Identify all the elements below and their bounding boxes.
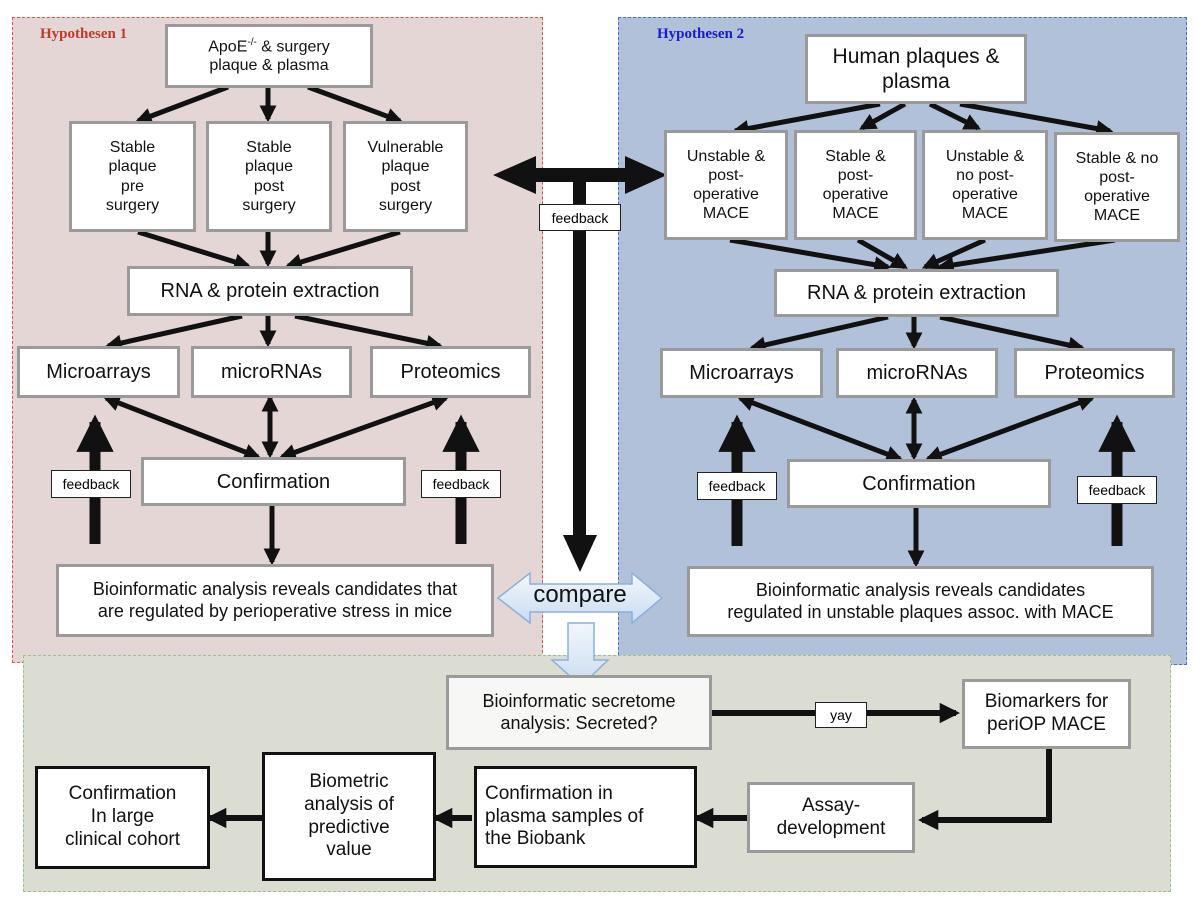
hyp2-extraction-box: RNA & protein extraction <box>774 269 1059 317</box>
hyp2-group-stable-mace: Stable & post- operative MACE <box>794 130 917 240</box>
hyp2-feedback-right-label: feedback <box>1077 476 1157 504</box>
hyp2-method-micrornas: microRNAs <box>836 348 998 398</box>
hyp2-method-proteomics: Proteomics <box>1014 348 1175 398</box>
hyp2-feedback-left-label: feedback <box>697 472 777 500</box>
hyp1-extraction-box: RNA & protein extraction <box>127 266 413 316</box>
hyp1-method-micrornas: microRNAs <box>191 346 352 398</box>
compare-label: compare <box>533 581 627 608</box>
hyp2-confirmation-box: Confirmation <box>787 459 1051 508</box>
compare-shape <box>496 571 664 688</box>
hyp1-source-box: ApoE-/- & surgery plaque & plasma <box>165 24 373 88</box>
hyp1-method-microarrays: Microarrays <box>17 346 180 398</box>
hyp1-feedback-right-label: feedback <box>421 470 501 498</box>
hypothesis-2-title: Hypothesen 2 <box>657 26 745 42</box>
hyp1-source-line2: plaque & plasma <box>209 57 329 75</box>
hyp1-source-sup: -/- <box>247 36 257 48</box>
hypothesis-1-title: Hypothesen 1 <box>40 26 128 42</box>
hyp2-result-box: Bioinformatic analysis reveals candidate… <box>687 566 1154 637</box>
hyp2-method-microarrays: Microarrays <box>660 348 823 398</box>
yay-label: yay <box>815 702 867 728</box>
hyp2-group-unstable-no-mace: Unstable & no post- operative MACE <box>922 130 1048 240</box>
hyp1-source-text: ApoE <box>208 37 248 55</box>
hyp1-group-vulnerable-post: Vulnerable plaque post surgery <box>343 121 468 232</box>
hyp2-group-unstable-mace: Unstable & post- operative MACE <box>664 130 788 240</box>
hypothesis-2-panel <box>618 17 1187 665</box>
biobank-confirmation-box: Confirmation in plasma samples of the Bi… <box>474 766 697 868</box>
center-double-arrow <box>493 156 667 572</box>
hyp2-source-box: Human plaques & plasma <box>805 34 1027 104</box>
center-feedback-label: feedback <box>539 204 621 231</box>
biomarkers-box: Biomarkers for periOP MACE <box>962 679 1131 749</box>
hyp1-feedback-left-label: feedback <box>51 470 131 498</box>
hyp1-group-stable-pre: Stable plaque pre surgery <box>69 121 196 232</box>
assay-development-box: Assay- development <box>747 782 915 853</box>
large-cohort-confirmation-box: Confirmation In large clinical cohort <box>35 766 210 869</box>
hyp1-method-proteomics: Proteomics <box>370 346 531 398</box>
hyp1-group-stable-post: Stable plaque post surgery <box>206 121 332 232</box>
hyp2-group-stable-no-mace: Stable & no post- operative MACE <box>1054 132 1180 242</box>
secretome-box: Bioinformatic secretome analysis: Secret… <box>446 675 712 750</box>
biometric-analysis-box: Biometric analysis of predictive value <box>262 752 436 881</box>
hyp1-confirmation-box: Confirmation <box>141 457 406 506</box>
hyp1-source-rest: & surgery <box>256 37 330 55</box>
hyp1-result-box: Bioinformatic analysis reveals candidate… <box>56 564 494 637</box>
